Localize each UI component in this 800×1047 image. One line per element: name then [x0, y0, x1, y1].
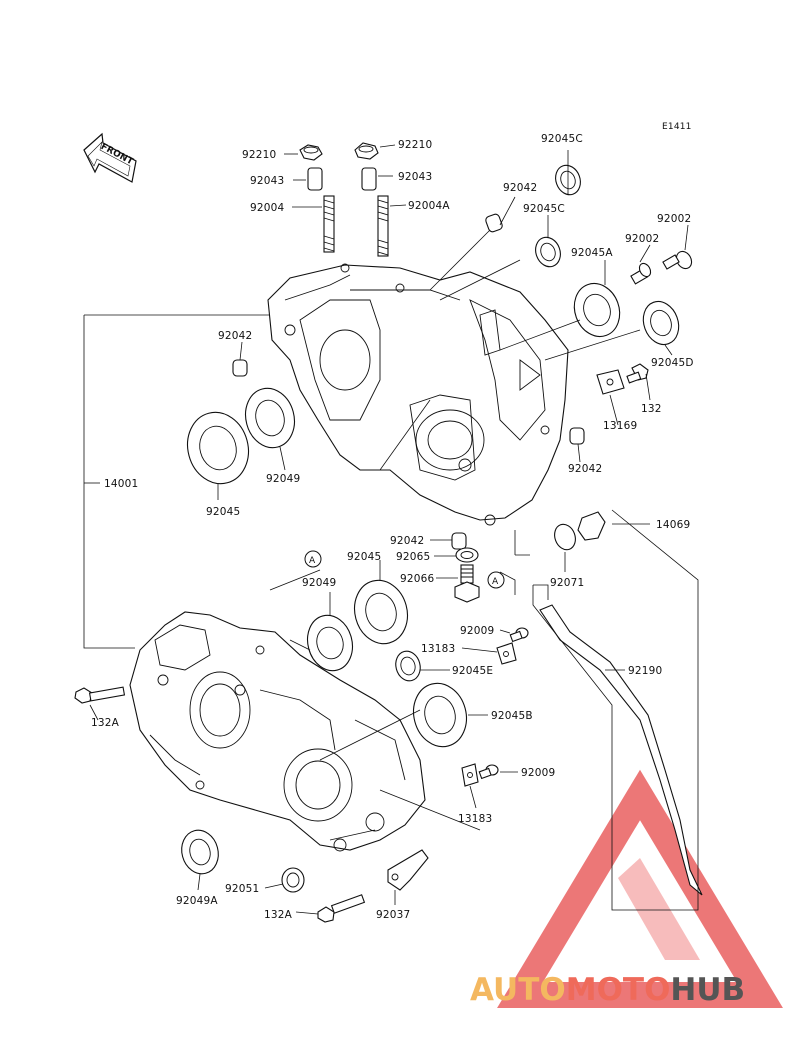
- bearing-92045-mid: [354, 579, 408, 645]
- part-label: 92049A: [176, 895, 218, 907]
- part-label: 92045E: [452, 665, 493, 677]
- part-label: 92049: [302, 577, 336, 589]
- part-label: 92043: [398, 171, 432, 183]
- dowel-92042-low: [451, 532, 467, 550]
- nut-92210-left: [299, 144, 323, 161]
- fitting-92071: [554, 511, 606, 551]
- bearing-92045C-mid: [535, 236, 561, 268]
- part-label: 92065: [396, 551, 430, 563]
- dowel-92042-right: [569, 427, 585, 445]
- circle-marker-a-top: A: [304, 550, 322, 568]
- part-label: 92190: [628, 665, 662, 677]
- watermark-hub: HUB: [670, 972, 745, 1008]
- part-label: 92210: [398, 139, 432, 151]
- part-label: 132A: [91, 717, 120, 729]
- part-label: 92004: [250, 202, 285, 214]
- part-label: 14001: [104, 478, 138, 490]
- part-label: 92045D: [651, 357, 694, 369]
- part-label: 92009: [460, 625, 494, 637]
- right-crankcase-half: [267, 263, 569, 526]
- bolt-92002-a: [630, 262, 652, 285]
- clamp-13183-a: [496, 642, 517, 665]
- seal-92051: [281, 867, 305, 893]
- part-label: 92071: [550, 577, 584, 589]
- part-label: 92042: [568, 463, 602, 475]
- plug-92066: [454, 564, 480, 603]
- diagram-code: E1411: [662, 122, 692, 132]
- watermark-text: AUTOMOTOHUB: [470, 972, 745, 1008]
- dowel-92042-left: [232, 359, 248, 377]
- seal-92049-top: [245, 387, 295, 449]
- front-arrow-icon: FRONT: [83, 132, 137, 183]
- part-label: 92042: [503, 182, 537, 194]
- collar-92043-right: [361, 167, 377, 191]
- left-crankcase-half: [129, 611, 426, 852]
- bolt-92002-b: [662, 250, 693, 270]
- clamp-13183-b: [461, 763, 479, 787]
- watermark-moto: MOTO: [566, 972, 671, 1008]
- bracket-92037: [387, 849, 429, 891]
- collar-92043-left: [307, 167, 323, 191]
- part-label: 92066: [400, 573, 435, 585]
- stud-92004: [323, 195, 335, 253]
- part-label: 92049: [266, 473, 300, 485]
- plate-13169: [596, 369, 625, 395]
- circle-marker-a-right-label: A: [492, 577, 499, 587]
- part-label: 92045: [206, 506, 240, 518]
- part-label: 92045B: [491, 710, 533, 722]
- leader-lines: [83, 144, 699, 915]
- part-label: 92045C: [541, 133, 583, 145]
- part-labels: 92210 92210 92043 92043 92004 92004A 920…: [91, 133, 694, 921]
- bolt-132A-left: [74, 686, 126, 704]
- part-label: 92042: [390, 535, 424, 547]
- seal-92049A: [181, 829, 219, 875]
- washer-92065: [455, 547, 479, 563]
- dowel-92042-top: [485, 213, 503, 233]
- part-label: 92210: [242, 149, 276, 161]
- part-label: 92037: [376, 909, 410, 921]
- bolt-132A-bottom: [317, 894, 366, 923]
- seal-92045D: [642, 300, 680, 346]
- part-label: 13183: [421, 643, 455, 655]
- stud-92004A: [377, 195, 389, 257]
- bearing-92045-top: [187, 411, 249, 485]
- circle-marker-a-right: A: [487, 571, 505, 589]
- bolt-92009-b: [478, 764, 499, 780]
- part-label: 92045A: [571, 247, 613, 259]
- bearing-92045B: [413, 682, 467, 748]
- bearing-92045E: [395, 650, 421, 682]
- part-label: 132: [641, 403, 662, 415]
- part-label: 92043: [250, 175, 284, 187]
- bolt-92009-a: [509, 627, 529, 643]
- part-label: 132A: [264, 909, 293, 921]
- part-label: 92042: [218, 330, 252, 342]
- part-label: 92009: [521, 767, 555, 779]
- bearing-92045A: [573, 282, 621, 338]
- part-label: 92045C: [523, 203, 565, 215]
- circle-marker-a-top-label: A: [309, 556, 316, 566]
- part-label: 13183: [458, 813, 492, 825]
- part-label: 92004A: [408, 200, 450, 212]
- part-label: 92002: [657, 213, 691, 225]
- part-label: 92002: [625, 233, 659, 245]
- seal-92049-mid: [306, 614, 354, 672]
- part-label: 92045: [347, 551, 381, 563]
- nut-92210-right: [354, 142, 379, 160]
- part-label: 13169: [603, 420, 637, 432]
- part-label: 14069: [656, 519, 690, 531]
- bolt-132: [626, 363, 649, 384]
- part-label: 92051: [225, 883, 259, 895]
- watermark-logo: [497, 769, 783, 1008]
- watermark-auto: AUTO: [470, 972, 566, 1008]
